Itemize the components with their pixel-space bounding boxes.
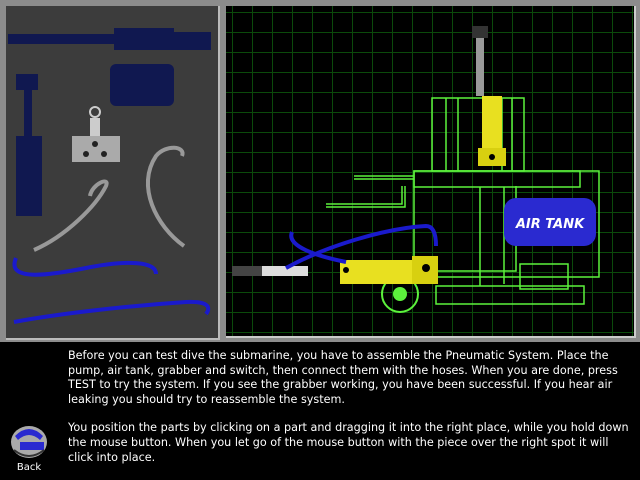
blue-hose-curl[interactable] bbox=[289, 231, 347, 264]
back-label: Back bbox=[16, 462, 42, 473]
blue-hose[interactable] bbox=[285, 223, 438, 270]
part-switch[interactable] bbox=[72, 106, 120, 162]
helmet-icon bbox=[11, 426, 47, 458]
schematic-outline bbox=[326, 97, 600, 313]
assembly-board[interactable]: AIR TANK bbox=[226, 6, 636, 338]
instructions-paragraph-2: You position the parts by clicking on a … bbox=[68, 421, 629, 464]
part-pump-body[interactable] bbox=[110, 64, 174, 106]
part-pump-piston[interactable] bbox=[16, 74, 42, 216]
pump-assembly[interactable] bbox=[472, 26, 506, 166]
instructions-paragraph-1: Before you can test dive the submarine, … bbox=[68, 349, 618, 406]
part-hose-gray-1[interactable] bbox=[33, 179, 109, 252]
part-hose-blue-2[interactable] bbox=[13, 299, 211, 324]
part-long-rod[interactable] bbox=[8, 28, 211, 50]
switch-knob[interactable] bbox=[393, 287, 407, 301]
part-hose-gray-2[interactable] bbox=[145, 145, 186, 248]
instructions: Before you can test dive the submarine, … bbox=[68, 349, 634, 479]
air-tank-label: AIR TANK bbox=[515, 217, 585, 232]
grabber-cylinder[interactable] bbox=[232, 256, 438, 284]
part-hose-blue-1[interactable] bbox=[12, 257, 158, 277]
back-button[interactable]: Back bbox=[6, 420, 52, 476]
air-tank[interactable]: AIR TANK bbox=[504, 198, 596, 246]
parts-tray bbox=[6, 6, 220, 340]
